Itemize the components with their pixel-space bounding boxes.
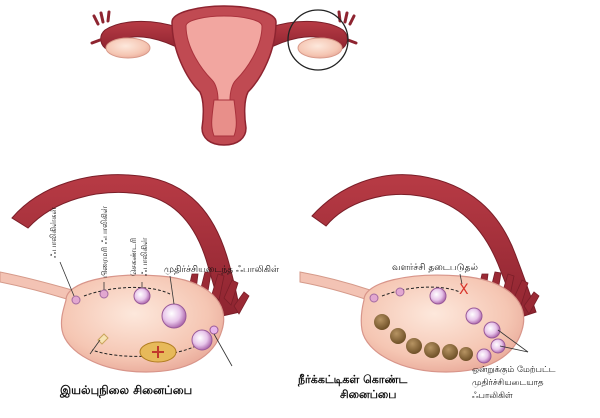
- label-primary-follicle: பிரைமரி ஃபாலிகிள்: [100, 205, 109, 278]
- pointer-albicans: [89, 339, 101, 355]
- follicle-mature: [161, 303, 187, 329]
- right-fimbriae: [337, 10, 358, 45]
- follicle-ovulating: [191, 329, 213, 351]
- uterus-diagram: [90, 5, 358, 146]
- immature-follicle: [483, 321, 501, 339]
- cyst: [459, 347, 473, 361]
- pcos-ovary-diagram: [299, 174, 540, 373]
- normal-ligament: [0, 271, 73, 301]
- label-follicles: ஃபாலிகிள்கள்: [49, 207, 58, 258]
- label-immature-2: முதிர்ச்சியடையாத: [472, 378, 544, 388]
- uterus-cavity: [185, 15, 263, 101]
- cyst: [424, 342, 440, 358]
- cervix: [211, 99, 237, 137]
- pointer-immature: [499, 345, 529, 353]
- label-pcos-2: சினைப்பை: [340, 388, 396, 401]
- normal-ovary-diagram: [0, 174, 250, 373]
- label-secondary-2: ஃபாலிகிள்: [140, 237, 149, 276]
- cycle-arrow-top: [83, 287, 171, 297]
- cyst: [390, 328, 406, 344]
- label-immature-1: ஒன்றுக்கும் மேற்பட்ட: [472, 365, 557, 376]
- cyst: [374, 314, 390, 330]
- pcos-ovary: [360, 274, 525, 373]
- pcos-follicle-primary: [395, 287, 405, 297]
- pointer-follicles: [59, 261, 75, 297]
- pcos-arrow-top: [381, 286, 461, 297]
- right-ovary-small: [297, 37, 343, 59]
- pointer-growth-block: [459, 273, 463, 285]
- label-mature-follicle: முதிர்ச்சியடைந்த ஃபாலிகிள்: [164, 265, 280, 275]
- immature-follicle: [490, 338, 506, 354]
- block-mark: X: [459, 282, 469, 298]
- label-immature-3: ஃபாலிகிள்: [472, 391, 514, 401]
- corpus-luteum-mark: [152, 346, 164, 358]
- left-ovary-small: [105, 37, 151, 59]
- pointer-immature-2: [497, 329, 529, 353]
- pcos-tube: [311, 174, 537, 319]
- pointer-released: [213, 333, 233, 367]
- label-secondary-1: செகண்டரி: [129, 238, 138, 276]
- follicle-secondary: [133, 287, 151, 305]
- released-egg: [209, 325, 219, 335]
- left-fimbriae: [90, 10, 111, 45]
- corpus-albicans: [97, 333, 109, 345]
- immature-follicle: [465, 307, 483, 325]
- label-growth-block: வளர்ச்சி தடைபடுதல்: [392, 263, 478, 273]
- normal-ovary: [60, 274, 225, 373]
- pcos-follicle-small: [369, 293, 379, 303]
- cyst: [406, 338, 422, 354]
- label-normal-ovary: இயல்புநிலை சினைப்பை: [59, 383, 193, 398]
- cyst: [442, 344, 458, 360]
- immature-follicle: [476, 348, 492, 364]
- follicle-small: [71, 295, 81, 305]
- zoom-circle: [287, 9, 349, 71]
- pcos-follicle-secondary: [429, 287, 447, 305]
- pointer-mature: [169, 275, 175, 305]
- follicle-primary: [99, 289, 109, 299]
- label-pcos-1: நீர்க்கட்டிகள் கொண்ட: [297, 373, 408, 387]
- pcos-ligament: [299, 271, 371, 301]
